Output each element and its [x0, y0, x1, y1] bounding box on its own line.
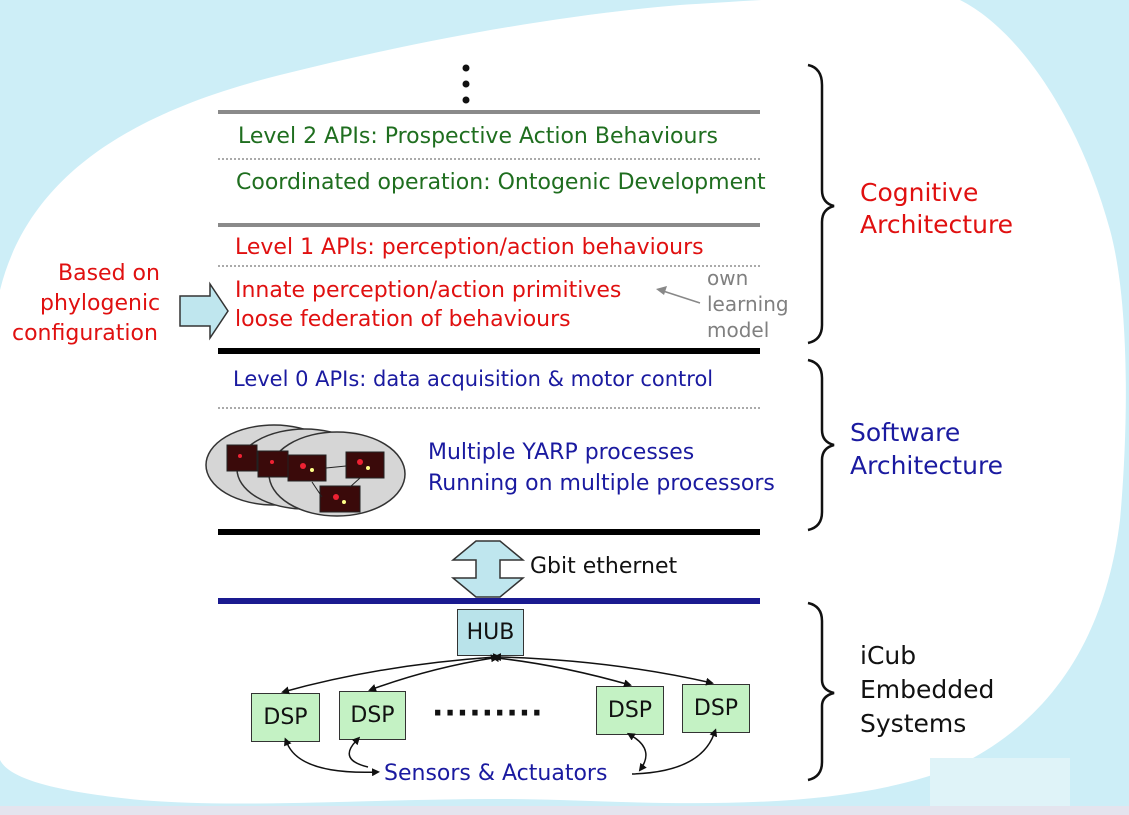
phylogenic-note-line3: configuration: [12, 321, 158, 346]
dsp-ellipsis: ·········: [432, 696, 544, 731]
software-bottom-separator: [218, 529, 760, 535]
level1-top-separator: [218, 223, 760, 227]
phylogenic-note-line1: Based on: [58, 261, 160, 286]
software-label-line1: Software: [850, 418, 961, 447]
hub-label: HUB: [466, 620, 515, 645]
gbit-ethernet-label: Gbit ethernet: [530, 554, 678, 579]
dsp-box-1: DSP: [251, 693, 320, 742]
innate-primitives-label: Innate perception/action primitives: [235, 278, 622, 303]
embedded-top-separator: [218, 598, 760, 604]
coordinated-operation-label: Coordinated operation: Ontogenic Develop…: [236, 170, 766, 195]
icub-label-line2: Embedded: [860, 675, 995, 704]
level2-top-separator: [218, 110, 760, 114]
model-note-line3: model: [707, 318, 770, 342]
level1-dotted-divider: [218, 265, 760, 267]
level2-dotted-divider: [218, 158, 760, 160]
dsp-label-2: DSP: [350, 703, 395, 728]
level0-dotted-divider: [218, 407, 760, 409]
cognitive-label-line2: Architecture: [860, 210, 1014, 239]
software-label-line2: Architecture: [850, 451, 1004, 480]
learning-note-line2: learning: [707, 292, 789, 316]
level0-top-separator: [218, 348, 760, 354]
cognitive-label-line1: Cognitive: [860, 178, 979, 207]
icub-label-line3: Systems: [860, 709, 967, 738]
icub-label-line1: iCub: [860, 641, 917, 670]
embedded-brace-icon: [807, 601, 835, 782]
level1-api-label: Level 1 APIs: perception/action behaviou…: [235, 235, 704, 260]
software-brace-icon: [807, 358, 835, 532]
cognitive-brace-icon: [807, 63, 835, 345]
level0-api-label: Level 0 APIs: data acquisition & motor c…: [233, 367, 714, 391]
dsp-label-1: DSP: [263, 705, 308, 730]
yarp-processes-label: Multiple YARP processes: [428, 440, 695, 465]
dsp-label-3: DSP: [607, 698, 653, 723]
loose-federation-label: loose federation of behaviours: [235, 307, 571, 332]
dsp-label-4: DSP: [693, 696, 739, 721]
dsp-box-3: DSP: [596, 686, 664, 735]
level2-api-label: Level 2 APIs: Prospective Action Behavio…: [238, 124, 718, 149]
sensors-actuators-label: Sensors & Actuators: [384, 761, 608, 786]
own-note-line1: own: [707, 266, 749, 290]
multiple-processors-label: Running on multiple processors: [428, 471, 775, 496]
phylogenic-note-line2: phylogenic: [40, 291, 161, 316]
